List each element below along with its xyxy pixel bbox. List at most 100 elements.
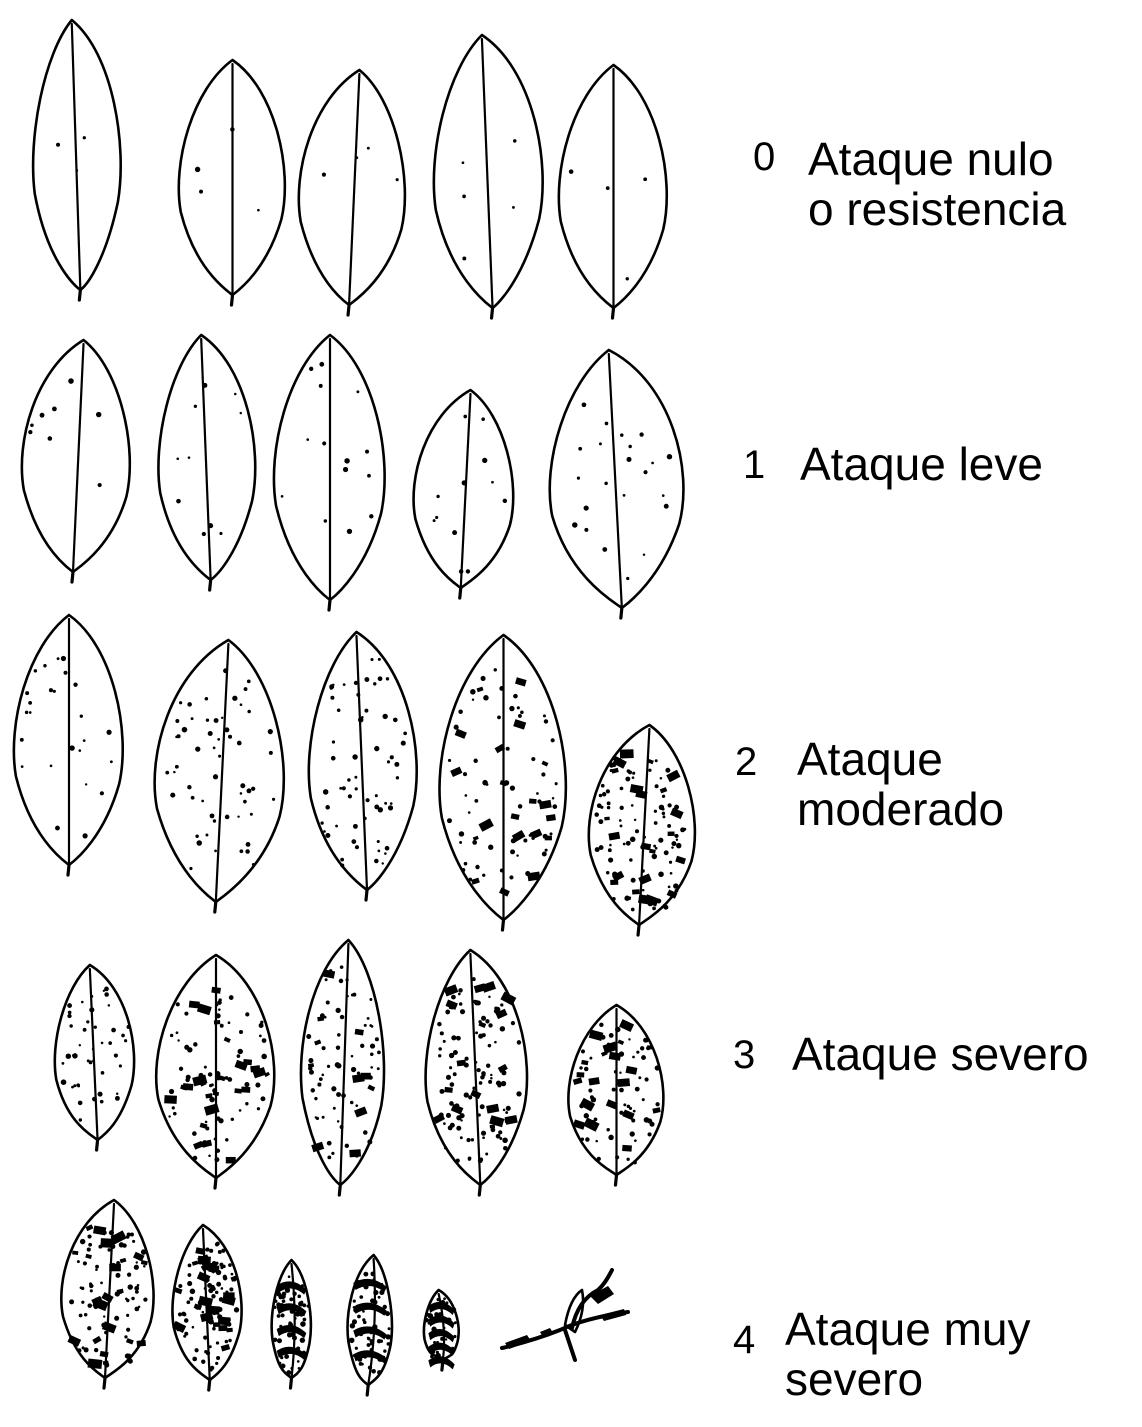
row-4-leaves: [61, 1200, 628, 1395]
lesion-spot: [671, 841, 676, 846]
lesion-spot: [234, 1307, 239, 1312]
lesion-spot: [652, 1107, 660, 1113]
level-text-line: Ataque muy: [785, 1303, 1030, 1355]
lesion-spot: [506, 747, 510, 751]
leaf-midrib: [292, 1264, 295, 1378]
lesion-spot: [209, 1345, 212, 1348]
lesion-spot: [674, 805, 679, 810]
lesion-spot: [100, 1100, 104, 1104]
lesion-spot: [482, 458, 487, 463]
lesion-spot: [69, 1024, 72, 1027]
lesion-spot: [209, 1249, 213, 1253]
lesion-spot: [126, 1328, 130, 1332]
leaf-row2-4: [440, 635, 566, 930]
lesion-spot: [541, 772, 545, 776]
lesion-spot: [322, 441, 326, 445]
lesion-spot: [513, 139, 517, 143]
lesion-spot: [584, 1067, 589, 1072]
lesion-spot: [468, 1158, 471, 1161]
lesion-spot: [511, 1021, 515, 1025]
lesion-spot: [83, 833, 88, 838]
lesion-spot: [279, 1362, 282, 1365]
lesion-spot: [183, 1313, 187, 1317]
lesion-spot: [486, 1104, 499, 1114]
lesion-spot: [374, 859, 379, 864]
lesion-spot: [488, 996, 490, 998]
lesion-spot: [170, 1034, 173, 1037]
lesion-spot: [309, 1070, 314, 1075]
lesion-spot: [478, 818, 493, 832]
lesion-spot: [50, 765, 53, 768]
lesion-spot: [378, 658, 381, 661]
lesion-spot: [502, 1137, 508, 1143]
lesion-spot: [356, 390, 359, 393]
lesion-spot: [87, 1234, 91, 1238]
lesion-spot: [369, 998, 372, 1001]
lesion-spot: [370, 1066, 373, 1069]
lesion-spot: [585, 1137, 590, 1142]
lesion-spot: [290, 1367, 293, 1370]
lesion-spot: [69, 1299, 74, 1304]
lesion-spot: [617, 1078, 630, 1087]
lesion-spot: [471, 1138, 474, 1141]
lesion-spot: [130, 1233, 134, 1237]
lesion-spot: [630, 1131, 635, 1136]
lesion-spot: [531, 757, 535, 761]
lesion-spot: [473, 759, 477, 763]
lesion-spot: [662, 808, 665, 811]
lesion-spot: [213, 819, 216, 822]
lesion-spot: [370, 658, 373, 661]
lesion-spot: [228, 1021, 231, 1024]
lesion-spot: [683, 828, 686, 831]
lesion-spot: [386, 677, 389, 680]
lesion-spot: [488, 1023, 492, 1027]
lesion-spot: [462, 480, 467, 485]
lesion-spot: [246, 842, 251, 847]
lesion-spot: [626, 457, 631, 462]
lesion-spot: [281, 1295, 284, 1298]
lesion-spot: [68, 378, 74, 384]
lesion-spot: [68, 1011, 72, 1015]
lesion-spot: [215, 1362, 218, 1365]
lesion-spot: [607, 801, 611, 805]
lesion-spot: [668, 831, 675, 836]
lesion-spot: [630, 784, 644, 794]
lesion-spot: [221, 1287, 224, 1290]
lesion-spot: [343, 683, 346, 686]
leaf-petiole: [503, 920, 504, 930]
lesion-spot: [79, 1118, 82, 1121]
leaf-petiole: [104, 1378, 105, 1388]
lesion-spot: [268, 729, 273, 734]
lesion-spot: [354, 681, 358, 685]
lesion-spot: [351, 994, 354, 997]
lesion-spot: [116, 1261, 120, 1265]
lesion-spot: [477, 687, 484, 693]
necrotic-band: [353, 1279, 387, 1292]
lesion-spot: [216, 1076, 221, 1081]
lesion-spot: [615, 1027, 621, 1033]
lesion-spot: [205, 697, 209, 701]
lesion-spot: [332, 740, 335, 743]
lesion-spot: [259, 1035, 262, 1038]
lesion-spot: [106, 730, 111, 735]
leaf-petiole: [621, 608, 622, 618]
lesion-spot: [247, 710, 251, 714]
lesion-spot: [351, 1067, 356, 1072]
lesion-spot: [61, 656, 66, 661]
lesion-spot: [204, 1103, 220, 1115]
leaf-midrib: [356, 636, 367, 890]
lesion-spot: [620, 806, 624, 810]
lesion-spot: [588, 1088, 592, 1092]
lesion-spot: [599, 442, 602, 445]
lesion-spot: [619, 1051, 624, 1056]
lesion-spot: [481, 1016, 486, 1021]
lesion-spot: [93, 1225, 106, 1235]
lesion-spot: [134, 1265, 139, 1270]
lesion-spot: [352, 1074, 365, 1083]
lesion-spot: [210, 1366, 214, 1370]
lesion-spot: [643, 470, 647, 474]
lesion-spot: [458, 710, 463, 715]
lesion-spot: [191, 796, 195, 800]
lesion-spot: [202, 1262, 206, 1266]
